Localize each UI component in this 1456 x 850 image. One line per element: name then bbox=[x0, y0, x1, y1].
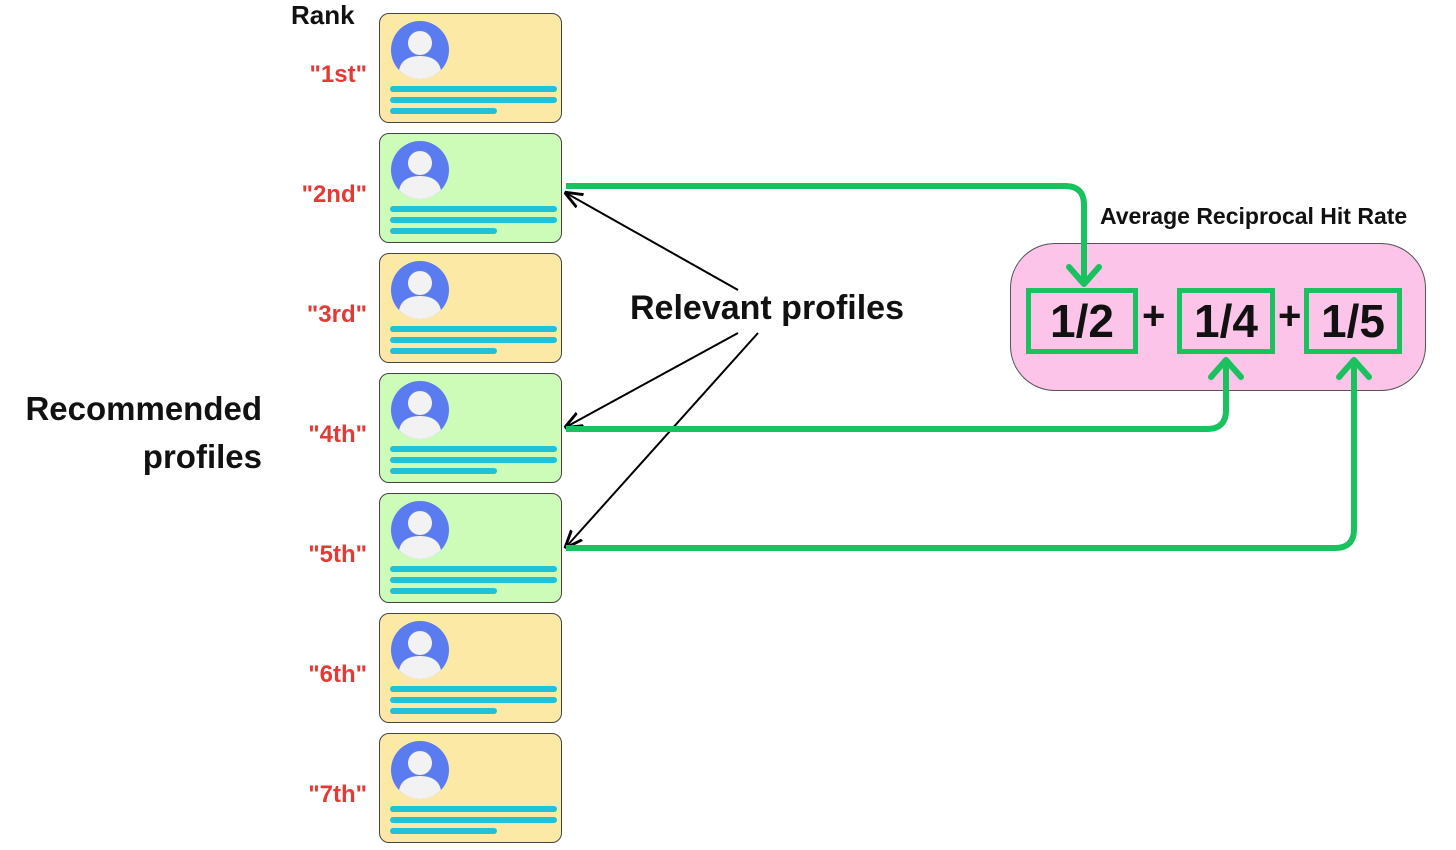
text-line bbox=[390, 337, 557, 343]
profile-card bbox=[379, 253, 562, 363]
text-line bbox=[390, 206, 557, 212]
profile-card bbox=[379, 733, 562, 843]
text-line bbox=[390, 326, 557, 332]
term-box-2: 1/4 bbox=[1177, 288, 1275, 354]
pointer-arrow-5th bbox=[566, 332, 759, 547]
term-box-3: 1/5 bbox=[1304, 288, 1402, 354]
rank-label: "4th" bbox=[308, 421, 367, 448]
text-line bbox=[390, 708, 497, 714]
rank-header: Rank bbox=[291, 0, 355, 30]
arrowhead-5th bbox=[1336, 357, 1372, 380]
arrowhead-4th bbox=[1208, 357, 1244, 380]
plus-sign-2: + bbox=[1278, 294, 1302, 338]
relevant-profile-card bbox=[379, 133, 562, 243]
user-avatar-icon bbox=[391, 141, 449, 199]
text-line bbox=[390, 828, 497, 834]
text-line bbox=[390, 577, 557, 583]
rank-label: "1st" bbox=[309, 61, 367, 88]
text-line bbox=[390, 817, 557, 823]
rank-label: "2nd" bbox=[301, 181, 367, 208]
connector-2nd bbox=[566, 183, 1087, 282]
recommended-profiles-label: Recommended profiles bbox=[0, 385, 262, 481]
metric-title: Average Reciprocal Hit Rate bbox=[1100, 203, 1408, 229]
text-line bbox=[390, 86, 557, 92]
connector-5th bbox=[566, 362, 1357, 551]
text-line bbox=[390, 228, 497, 234]
text-line bbox=[390, 697, 557, 703]
rank-label: "3rd" bbox=[306, 301, 367, 328]
text-line bbox=[390, 468, 497, 474]
user-avatar-icon bbox=[391, 21, 449, 79]
side-label-line1: Recommended bbox=[25, 390, 262, 427]
relevant-profile-card bbox=[379, 373, 562, 483]
user-avatar-icon bbox=[391, 501, 449, 559]
profile-card bbox=[379, 13, 562, 123]
user-avatar-icon bbox=[391, 261, 449, 319]
connector-4th bbox=[566, 362, 1229, 432]
relevant-profile-card bbox=[379, 493, 562, 603]
text-line bbox=[390, 97, 557, 103]
text-line bbox=[390, 806, 557, 812]
rank-label: "7th" bbox=[308, 781, 367, 808]
relevant-profiles-label: Relevant profiles bbox=[630, 289, 904, 327]
user-avatar-icon bbox=[391, 621, 449, 679]
text-line bbox=[390, 566, 557, 572]
text-line bbox=[390, 588, 497, 594]
text-line bbox=[390, 446, 557, 452]
side-label-line2: profiles bbox=[142, 438, 262, 475]
text-line bbox=[390, 686, 557, 692]
rank-label: "6th" bbox=[308, 661, 367, 688]
text-line bbox=[390, 217, 557, 223]
text-line bbox=[390, 108, 497, 114]
term-box-1: 1/2 bbox=[1026, 288, 1138, 354]
profile-card bbox=[379, 613, 562, 723]
user-avatar-icon bbox=[391, 741, 449, 799]
user-avatar-icon bbox=[391, 381, 449, 439]
text-line bbox=[390, 348, 497, 354]
arrowhead-2nd bbox=[1066, 264, 1102, 287]
pointer-arrow-2nd bbox=[566, 193, 739, 291]
text-line bbox=[390, 457, 557, 463]
plus-sign-1: + bbox=[1142, 294, 1166, 338]
rank-label: "5th" bbox=[308, 541, 367, 568]
pointer-arrow-4th bbox=[566, 332, 739, 427]
